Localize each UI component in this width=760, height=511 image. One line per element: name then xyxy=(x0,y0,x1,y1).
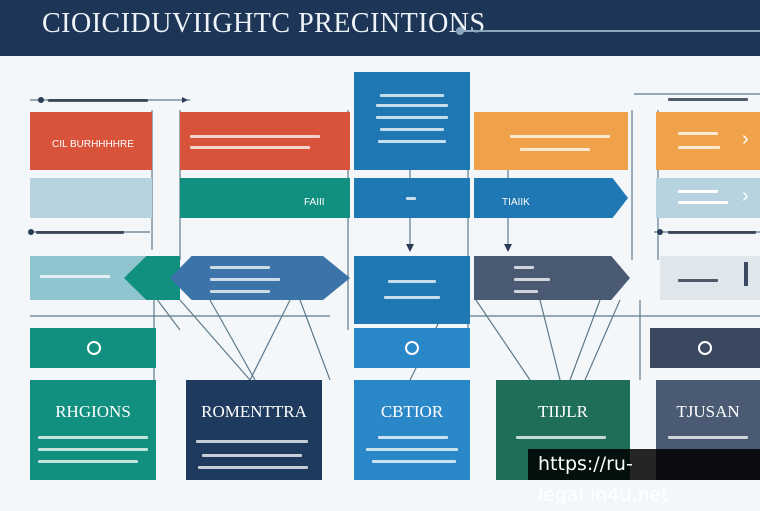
text-line xyxy=(380,128,444,131)
text-line xyxy=(668,436,748,439)
pin-icon xyxy=(744,262,748,286)
text-line xyxy=(210,290,270,293)
circle-icon xyxy=(87,341,101,355)
text-line xyxy=(678,279,718,282)
text-line xyxy=(190,135,320,138)
row3-light-box xyxy=(660,256,760,300)
card-title: ROMENTTRA xyxy=(201,402,307,421)
text-line xyxy=(38,460,138,463)
card-romentra xyxy=(186,380,322,480)
text-line xyxy=(514,290,538,293)
card-title: CBTIOR xyxy=(380,402,444,421)
row2-teal-box xyxy=(180,178,350,218)
chevron-right-icon: › xyxy=(742,128,749,150)
header-bar xyxy=(0,0,760,56)
row1-red-text-box xyxy=(180,112,350,170)
circle-icon xyxy=(698,341,712,355)
row1-orange-box xyxy=(474,112,628,170)
header-rule xyxy=(462,30,760,32)
text-line xyxy=(678,132,718,135)
text-line xyxy=(514,266,534,269)
card-title: RHGIONS xyxy=(55,402,131,421)
row1-red-label: CIL BURHHHHRE xyxy=(52,139,134,150)
text-line xyxy=(388,280,436,283)
text-line xyxy=(372,460,456,463)
text-line xyxy=(376,116,448,119)
row2-pale-box xyxy=(30,178,152,218)
header-node-dot xyxy=(456,27,464,35)
watermark-url: https://ru-legal.in4u.net xyxy=(528,449,760,506)
row1-blue-box xyxy=(354,72,470,170)
text-line xyxy=(210,266,270,269)
text-line xyxy=(668,98,748,101)
text-line xyxy=(376,104,448,107)
text-line xyxy=(38,436,148,439)
text-line xyxy=(384,296,440,299)
text-line xyxy=(210,278,280,281)
text-line xyxy=(202,454,302,457)
text-line xyxy=(190,146,310,149)
card-cbtior xyxy=(354,380,470,480)
text-line xyxy=(406,197,416,200)
text-line xyxy=(378,140,446,143)
page-title: CIOICIDUVIIGHTC PRECINTIONS xyxy=(42,8,486,39)
row2-blue-arrow xyxy=(474,178,628,218)
row3-blue-box xyxy=(354,256,470,324)
text-line xyxy=(198,466,308,469)
card-title: TJUSAN xyxy=(676,402,740,421)
text-line xyxy=(380,94,444,97)
row1-orange-box-right xyxy=(656,112,760,170)
text-line xyxy=(38,448,148,451)
text-line xyxy=(678,201,728,204)
text-line xyxy=(678,146,720,149)
text-line xyxy=(378,436,448,439)
circle-icon xyxy=(405,341,419,355)
text-line xyxy=(668,231,756,234)
text-line xyxy=(366,448,458,451)
text-line xyxy=(678,190,718,193)
text-line xyxy=(196,440,308,443)
text-line xyxy=(48,99,148,102)
text-line xyxy=(520,148,590,151)
card-title: TIIJLR xyxy=(537,402,589,421)
text-line xyxy=(514,278,550,281)
text-line xyxy=(510,135,610,138)
card-regions xyxy=(30,380,156,480)
node-dot xyxy=(657,229,663,235)
node-dot xyxy=(28,229,34,235)
row1-red-box xyxy=(30,112,152,170)
row2-blue-label: TIAIIK xyxy=(502,197,530,208)
text-line xyxy=(516,436,606,439)
node-dot xyxy=(38,97,44,103)
row2-teal-label: FAIII xyxy=(304,197,325,208)
chevron-right-icon: › xyxy=(742,185,749,207)
text-line xyxy=(40,275,110,278)
row3-slate-arrow xyxy=(474,256,630,300)
text-line xyxy=(36,231,124,234)
row2-pale-box-right xyxy=(656,178,760,218)
